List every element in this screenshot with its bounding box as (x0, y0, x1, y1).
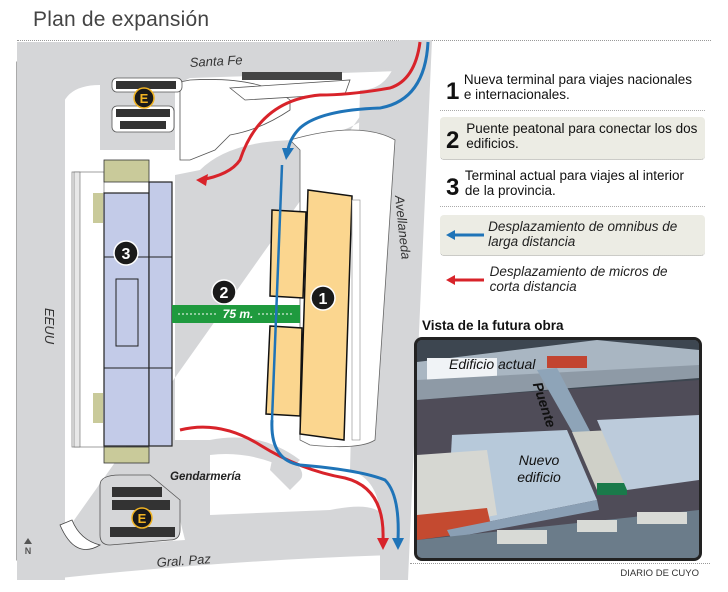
rendering-photo: Edificio actual Puente Nuevo edificio (414, 337, 702, 561)
legend-item-1: 1 Nueva terminal para viajes nacionales … (440, 68, 705, 111)
blue-arrow-icon (446, 219, 488, 251)
label-new-building: Nuevo edificio (517, 452, 561, 485)
street-avellaneda: Avellaneda (392, 194, 414, 260)
legend-text: Puente peatonal para conectar los dos ed… (466, 121, 698, 151)
marker-1-label: 1 (319, 291, 328, 308)
red-arrow-icon (446, 264, 490, 296)
page-title: Plan de expansión (33, 8, 210, 31)
marker-1: 1 (310, 285, 336, 311)
legend-number: 1 (446, 78, 460, 105)
legend: 1 Nueva terminal para viajes nacionales … (440, 68, 705, 300)
bridge-length: 75 m. (223, 307, 254, 321)
divider (17, 40, 711, 41)
rendering-illustration (417, 340, 699, 558)
legend-text: Nueva terminal para viajes nacionales e … (463, 72, 693, 102)
parking-letter: E (138, 511, 147, 526)
divider (410, 563, 710, 564)
north-label: N (25, 546, 32, 556)
legend-text: Terminal actual para viajes al interior … (464, 168, 685, 198)
vista-title: Vista de la futura obra (422, 318, 564, 333)
new-terminal (265, 189, 361, 441)
marker-3: 3 (113, 240, 139, 266)
marker-2: 2 (211, 279, 237, 305)
north-icon: N (24, 538, 32, 556)
legend-number: 3 (446, 174, 460, 201)
street-santa-fe: Santa Fe (189, 52, 242, 70)
marker-3-label: 3 (122, 246, 131, 263)
legend-route-long: Desplazamiento de omnibus de larga dista… (440, 215, 705, 256)
marker-2-label: 2 (220, 285, 229, 302)
street-eeuu: EEUU (42, 308, 57, 345)
pedestrian-bridge: 75 m. (172, 305, 300, 323)
legend-route-text: Desplazamiento de micros de corta distan… (489, 264, 668, 294)
street-gral-paz: Gral. Paz (156, 551, 212, 570)
legend-item-3: 3 Terminal actual para viajes al interio… (440, 164, 705, 207)
label-current-building: Edificio actual (449, 356, 536, 372)
legend-number: 2 (446, 127, 460, 154)
route-long-distance (270, 41, 430, 550)
parking-badge-south: E (131, 507, 153, 529)
gendarmeria-label: Gendarmería (170, 471, 242, 483)
credit: DIARIO DE CUYO (620, 568, 699, 579)
parking-strip-santa-fe (242, 72, 342, 80)
current-terminal (71, 159, 173, 464)
legend-item-2: 2 Puente peatonal para conectar los dos … (440, 117, 705, 160)
parking-north (111, 77, 183, 133)
legend-route-text: Desplazamiento de omnibus de larga dista… (488, 219, 678, 249)
parking-badge-north: E (133, 87, 155, 109)
parking-letter: E (140, 91, 149, 106)
legend-route-short: Desplazamiento de micros de corta distan… (440, 260, 705, 300)
